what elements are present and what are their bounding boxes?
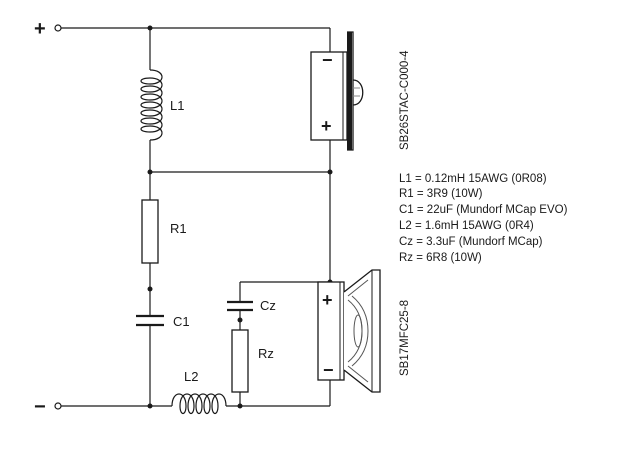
note-l1: L1 = 0.12mH 15AWG (0R08)	[399, 173, 547, 185]
note-rz: Rz = 6R8 (10W)	[399, 252, 482, 264]
rz-resistor	[231, 329, 249, 393]
tweeter-minus-label: −	[322, 50, 333, 70]
tweeter-speaker-icon	[310, 31, 364, 151]
note-cz: Cz = 3.3uF (Mundorf MCap)	[399, 236, 543, 248]
note-l2: L2 = 1.6mH 15AWG (0R4)	[399, 220, 534, 232]
l1-inductor	[140, 69, 163, 141]
note-r1: R1 = 3R9 (10W)	[399, 188, 483, 200]
woofer-minus-label: −	[323, 360, 334, 380]
junction-bottom-left	[147, 403, 153, 409]
negative-terminal-label: −	[34, 396, 46, 418]
junction-cz-rz	[237, 317, 243, 323]
woofer-speaker-icon	[317, 269, 381, 393]
cz-label: Cz	[260, 298, 276, 313]
c1-label: C1	[173, 314, 190, 329]
woofer-model-label: SB17MFC25-8	[399, 300, 411, 376]
positive-terminal-label: +	[34, 18, 46, 40]
tweeter-plus-label: +	[321, 116, 332, 136]
tweeter-model-label: SB26STAC-C000-4	[399, 50, 411, 150]
component-notes: L1 = 0.12mH 15AWG (0R08) R1 = 3R9 (10W) …	[399, 173, 568, 264]
r1-label: R1	[170, 221, 187, 236]
l2-inductor	[171, 393, 227, 415]
l2-label: L2	[184, 369, 198, 384]
l1-label: L1	[170, 98, 184, 113]
r1-resistor	[141, 199, 159, 264]
woofer-plus-label: +	[322, 290, 333, 310]
rz-label: Rz	[258, 346, 274, 361]
negative-terminal	[54, 402, 62, 410]
positive-terminal	[54, 24, 62, 32]
junction-r1-c1	[147, 286, 153, 292]
note-c1: C1 = 22uF (Mundorf MCap EVO)	[399, 204, 568, 216]
